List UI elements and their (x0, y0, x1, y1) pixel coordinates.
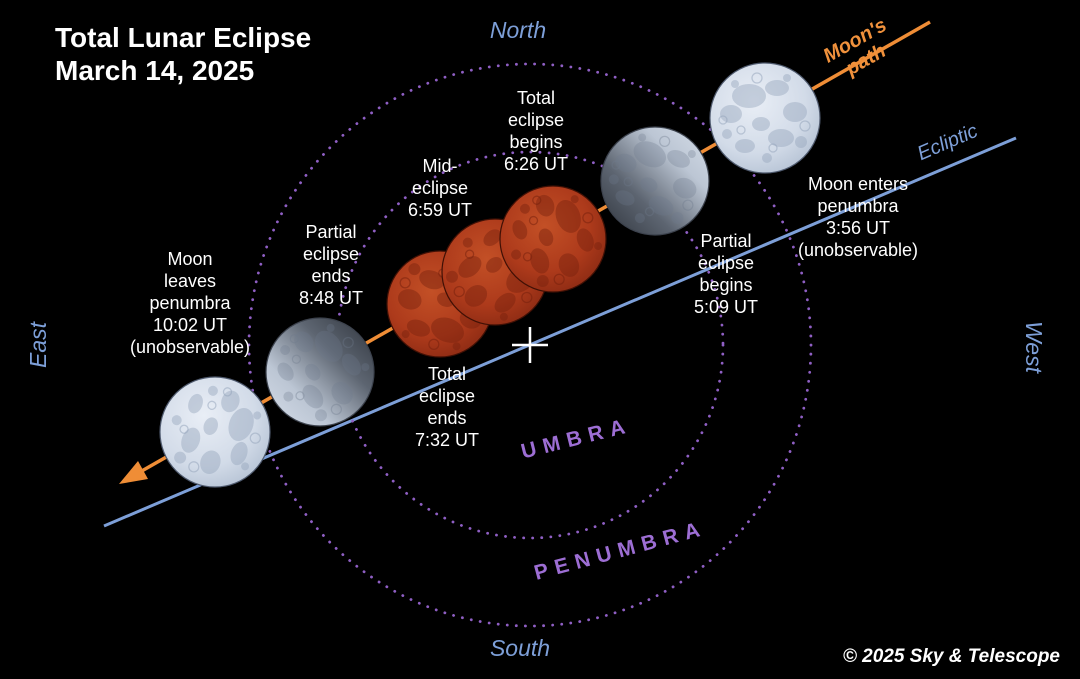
compass-north: North (490, 17, 546, 43)
moon-total-begins (494, 179, 612, 298)
label-line: Mid- (423, 156, 458, 176)
page-title-line2: March 14, 2025 (55, 55, 254, 86)
label-line: eclipse (698, 253, 754, 273)
penumbra-circle (247, 62, 813, 628)
copyright-notice: © 2025 Sky & Telescope (843, 646, 1061, 667)
compass-south: South (490, 635, 550, 661)
moons-path-arrowhead (119, 461, 148, 484)
moon-enters-penumbra (709, 62, 821, 174)
label-line: 8:48 UT (299, 288, 363, 308)
label-line: ends (311, 266, 350, 286)
moon-leaves-penumbra (156, 372, 274, 491)
label-partial-ends: Partial eclipse ends 8:48 UT (299, 222, 363, 308)
page-title-line1: Total Lunar Eclipse (55, 22, 311, 53)
label-line: Moon enters (808, 174, 908, 194)
label-total-begins: Total eclipse begins 6:26 UT (504, 88, 568, 174)
moon-partial-begins (593, 120, 716, 242)
label-line: eclipse (412, 178, 468, 198)
label-line: (unobservable) (130, 337, 250, 357)
label-partial-begins: Partial eclipse begins 5:09 UT (694, 231, 758, 317)
label-total-ends: Total eclipse ends 7:32 UT (415, 364, 479, 450)
shadow-center-cross (512, 327, 548, 363)
compass-east: East (25, 320, 51, 368)
label-line: 10:02 UT (153, 315, 227, 335)
label-line: Total (517, 88, 555, 108)
label-line: eclipse (419, 386, 475, 406)
label-line: ends (427, 408, 466, 428)
label-mid-eclipse: Mid- eclipse 6:59 UT (408, 156, 472, 220)
label-line: Moon (167, 249, 212, 269)
label-line: Total (428, 364, 466, 384)
label-line: (unobservable) (798, 240, 918, 260)
label-line: eclipse (508, 110, 564, 130)
label-line: begins (509, 132, 562, 152)
label-line: penumbra (149, 293, 231, 313)
label-line: 7:32 UT (415, 430, 479, 450)
label-line: eclipse (303, 244, 359, 264)
label-line: begins (699, 275, 752, 295)
umbra-circle (335, 150, 725, 540)
label-line: 6:59 UT (408, 200, 472, 220)
label-leaves-penumbra: Moon leaves penumbra 10:02 UT (unobserva… (130, 249, 250, 357)
label-line: Partial (700, 231, 751, 251)
moon-partial-ends (256, 307, 384, 436)
label-line: leaves (164, 271, 216, 291)
label-line: Partial (305, 222, 356, 242)
label-enters-penumbra: Moon enters penumbra 3:56 UT (unobservab… (798, 174, 918, 260)
label-line: penumbra (817, 196, 899, 216)
label-line: 3:56 UT (826, 218, 890, 238)
compass-west: West (1021, 321, 1047, 375)
label-line: 6:26 UT (504, 154, 568, 174)
label-line: 5:09 UT (694, 297, 758, 317)
